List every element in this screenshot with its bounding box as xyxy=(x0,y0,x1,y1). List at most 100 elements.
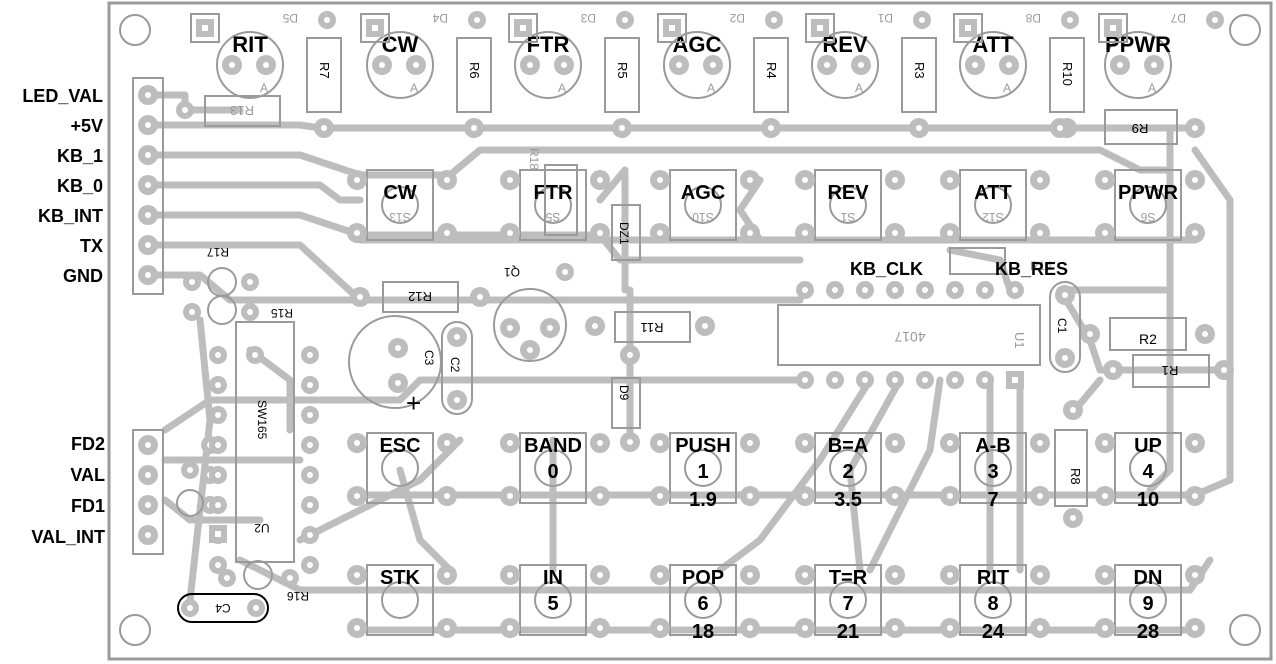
r2-label: R2 xyxy=(1139,331,1157,347)
resistor-r1: R1 xyxy=(1103,354,1234,388)
switch-value: 28 xyxy=(1137,621,1159,643)
capacitor-c4: C4 xyxy=(177,593,269,623)
led-label: REV xyxy=(822,32,868,57)
capacitor-c2: C2 xyxy=(441,321,473,415)
led-row: RITD5R7CWD4R6FTRD3R5AGCD2R4REVD1R3ATTD8R… xyxy=(190,11,1224,145)
switch-label: T=R xyxy=(829,567,868,589)
switch-ab[interactable]: A-B37 xyxy=(940,432,1050,511)
ic-u1-ref: U1 xyxy=(1012,332,1027,349)
resistor-r17: R17 R15 xyxy=(183,245,293,325)
switch-att[interactable]: ATT S12 xyxy=(940,169,1050,243)
connector-label: +5V xyxy=(70,116,103,136)
switch-key: 9 xyxy=(1142,593,1153,615)
switch-tr[interactable]: T=R 7 21 xyxy=(795,564,905,643)
connector-label: LED_VAL xyxy=(22,86,103,106)
switch-value: 3.5 xyxy=(834,489,862,511)
switch-label: RIT xyxy=(977,567,1009,589)
switch-label: ESC xyxy=(379,435,420,457)
switch-key: 4 xyxy=(1142,461,1154,483)
dz1-label: DZ1 xyxy=(617,222,631,245)
r18-label: R18 xyxy=(527,148,541,170)
led-label: CW xyxy=(382,32,419,57)
sw-ic-label: SW165 xyxy=(255,400,269,440)
c1-label: C1 xyxy=(1055,318,1069,334)
switch-key: 3 xyxy=(987,461,998,483)
switch-label: FTR xyxy=(534,182,573,204)
switch-rev[interactable]: REV S1 xyxy=(795,169,905,243)
resistor-r12: R12 xyxy=(350,281,490,313)
switch-key: 8 xyxy=(987,593,998,615)
switch-value: 1.9 xyxy=(689,489,717,511)
resistor-r18: R18 xyxy=(527,148,578,236)
r12-label: R12 xyxy=(408,289,432,304)
u2-label: U2 xyxy=(254,521,270,535)
svg-text:A: A xyxy=(707,81,715,95)
r13-label: R13 xyxy=(230,103,254,118)
d9-label: D9 xyxy=(617,385,631,401)
ic-u1-part: 4017 xyxy=(894,329,925,345)
diode-d9: D9 xyxy=(611,345,641,452)
led-ref: D7 xyxy=(1170,11,1186,25)
resistor-ref: R7 xyxy=(317,62,332,79)
switch-ba[interactable]: B=A23.5 xyxy=(795,432,905,511)
connector-pads xyxy=(138,85,219,545)
resistor-r11: R11 xyxy=(585,311,715,343)
connector-label: KB_1 xyxy=(56,146,103,166)
c4-label: C4 xyxy=(215,601,231,615)
switch-in[interactable]: IN5 xyxy=(500,564,610,638)
connector-bottom xyxy=(132,429,164,555)
resistor-r13: R13 xyxy=(176,95,281,127)
switch-key: 5 xyxy=(547,593,558,615)
switch-stk[interactable]: STK xyxy=(347,564,457,638)
led-label: ATT xyxy=(972,32,1014,57)
ic-u1: 4017 U1 xyxy=(777,304,1041,366)
switch-value: 7 xyxy=(987,489,998,511)
switch-key: 0 xyxy=(547,461,558,483)
kb-clk-label: KB_CLK xyxy=(850,259,923,279)
switch-label: ATT xyxy=(974,182,1011,204)
svg-text:A: A xyxy=(855,81,863,95)
svg-text:A: A xyxy=(1003,81,1011,95)
switch-key: 7 xyxy=(842,593,853,615)
connector-label: KB_INT xyxy=(37,206,103,226)
q1-label: Q1 xyxy=(504,265,520,279)
resistor-r9: R9 xyxy=(1050,109,1205,145)
resistor-ref: R5 xyxy=(615,62,630,79)
switch-ref: S12 xyxy=(982,210,1004,224)
switch-value: 18 xyxy=(692,621,714,643)
u2-labels: SW165 U2 R16 xyxy=(176,400,309,603)
svg-text:+: + xyxy=(406,388,421,418)
connector-label: VAL_INT xyxy=(31,527,105,547)
resistor-ref: R9 xyxy=(1132,121,1149,136)
c2-label: C2 xyxy=(448,357,462,373)
resistor-r8: R8 xyxy=(1054,400,1088,528)
switch-label: REV xyxy=(827,182,869,204)
switch-label: CW xyxy=(383,182,416,204)
led-ref: D8 xyxy=(1025,11,1041,25)
r15-label: R15 xyxy=(271,306,293,320)
switch-label: POP xyxy=(682,567,724,589)
led-ref: D1 xyxy=(877,11,893,25)
connector-label: FD2 xyxy=(70,434,105,454)
switch-value: 21 xyxy=(837,621,859,643)
zener-dz1: DZ1 xyxy=(611,204,641,261)
capacitor-c1: C1 xyxy=(1049,281,1081,373)
led-ref: D3 xyxy=(580,11,596,25)
switch-esc[interactable]: ESC xyxy=(347,432,457,506)
r16-label: R16 xyxy=(287,589,309,603)
svg-text:A: A xyxy=(1148,81,1156,95)
switch-ref: S1 xyxy=(840,210,855,224)
